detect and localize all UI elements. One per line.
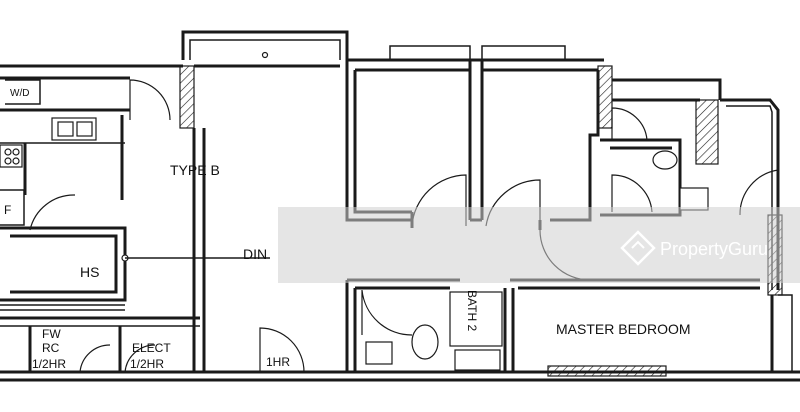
room-label-wd: W/D — [10, 88, 29, 99]
room-labels: TYPE B W/D F HS DIN BATH 2 MASTER BEDROO… — [4, 88, 691, 371]
room-label-bath2: BATH 2 — [465, 290, 479, 331]
door-rating-label: 1HR — [266, 355, 290, 369]
room-label-rc: RC — [42, 341, 60, 355]
room-label-rc-rating: 1/2HR — [32, 357, 66, 371]
room-label-elect-rating: 1/2HR — [130, 357, 164, 371]
bath2-cabinet — [454, 349, 501, 371]
fixtures — [0, 51, 709, 371]
bottom-window-hatch — [547, 365, 667, 377]
watermark: PropertyGuru — [278, 207, 800, 283]
room-label-f: F — [4, 203, 11, 217]
column-hatch-3 — [695, 99, 719, 165]
toilet-1 — [652, 150, 678, 170]
propertyguru-house-icon — [620, 230, 656, 266]
room-label-fw: FW — [42, 327, 61, 341]
room-label-master: MASTER BEDROOM — [556, 321, 691, 337]
room-label-din: DIN — [243, 246, 267, 262]
room-label-elect: ELECT — [132, 341, 171, 355]
column-hatch-1 — [179, 65, 195, 129]
toilet-2 — [411, 324, 439, 360]
hob — [0, 144, 23, 168]
column-hatch-2 — [597, 65, 613, 129]
type-label: TYPE B — [170, 162, 220, 178]
basin-1 — [679, 187, 709, 211]
watermark-brand: PropertyGuru — [660, 239, 768, 259]
watermark-band — [278, 207, 800, 283]
room-label-hs: HS — [80, 264, 99, 280]
shower-area — [449, 291, 503, 347]
basin-2 — [365, 341, 393, 365]
